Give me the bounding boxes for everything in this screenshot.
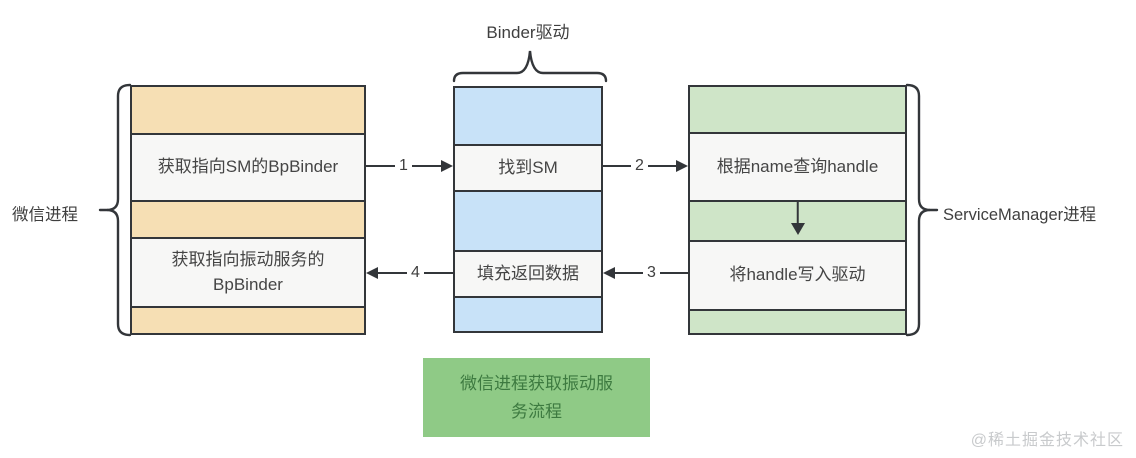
sm-band-top xyxy=(690,87,905,132)
arrow-right-icon xyxy=(441,160,453,172)
wechat-band-top xyxy=(132,87,364,133)
arrow-1: 1 xyxy=(366,157,453,175)
driver-band-bottom xyxy=(455,296,601,331)
arrow-2-line2 xyxy=(647,164,676,168)
arrow-3: 3 xyxy=(603,264,688,282)
driver-step-fill-return-data: 填充返回数据 xyxy=(455,250,601,296)
arrow-1-line2 xyxy=(411,164,441,168)
arrow-2-label: 2 xyxy=(635,157,644,174)
servicemanager-process-label: ServiceManager进程 xyxy=(943,206,1097,224)
arrow-left-icon xyxy=(603,267,615,279)
arrow-4-line2 xyxy=(423,271,453,275)
arrow-right-icon xyxy=(676,160,688,172)
arrow-4: 4 xyxy=(366,264,453,282)
arrow-2: 2 xyxy=(603,157,688,175)
sm-band-bottom xyxy=(690,309,905,333)
arrow-3-line xyxy=(615,271,644,275)
arrow-4-label: 4 xyxy=(411,264,420,281)
wechat-step-get-sm-bpbinder: 获取指向SM的BpBinder xyxy=(132,133,364,200)
down-arrow-stem xyxy=(796,202,799,225)
binder-driver-label: Binder驱动 xyxy=(486,23,570,42)
wechat-process-label: 微信进程 xyxy=(12,206,78,224)
sm-step-write-handle: 将handle写入驱动 xyxy=(690,240,905,309)
arrow-1-line xyxy=(366,164,396,168)
top-brace xyxy=(452,50,608,83)
driver-step-find-sm: 找到SM xyxy=(455,144,601,190)
arrow-2-line xyxy=(603,164,632,168)
arrow-left-icon xyxy=(366,267,378,279)
flow-caption: 微信进程获取振动服务流程 xyxy=(423,358,650,437)
wechat-band-bottom xyxy=(132,306,364,333)
arrow-1-label: 1 xyxy=(399,157,408,174)
wechat-brace xyxy=(98,83,132,337)
servicemanager-process-column: 根据name查询handle 将handle写入驱动 xyxy=(688,85,907,335)
servicemanager-brace xyxy=(905,83,939,337)
wechat-step-get-vibrator-bpbinder: 获取指向振动服务的BpBinder xyxy=(132,237,364,306)
sm-band-middle xyxy=(690,200,905,240)
driver-band-top xyxy=(455,88,601,144)
wechat-process-column: 获取指向SM的BpBinder 获取指向振动服务的BpBinder xyxy=(130,85,366,335)
binder-driver-column: 找到SM 填充返回数据 xyxy=(453,86,603,333)
wechat-band-middle xyxy=(132,200,364,237)
watermark: @稀土掘金技术社区 xyxy=(970,432,1124,449)
driver-band-middle xyxy=(455,190,601,250)
flow-caption-text: 微信进程获取振动服务流程 xyxy=(460,373,613,421)
down-arrow-icon xyxy=(790,223,805,235)
arrow-3-line2 xyxy=(659,271,688,275)
arrow-4-line xyxy=(378,271,408,275)
arrow-3-label: 3 xyxy=(647,264,656,281)
sm-step-query-handle: 根据name查询handle xyxy=(690,132,905,200)
